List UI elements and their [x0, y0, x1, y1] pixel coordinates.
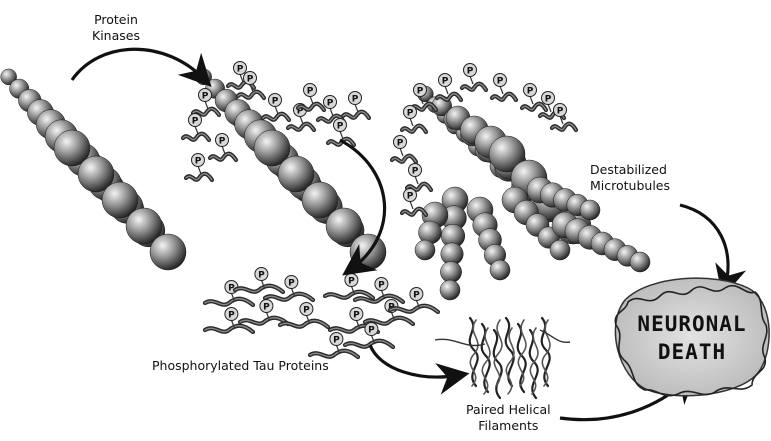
svg-text:P: P [352, 95, 359, 105]
phosphate-icon: P [216, 134, 229, 155]
svg-text:P: P [272, 97, 279, 107]
svg-text:P: P [263, 303, 270, 313]
svg-text:P: P [407, 109, 414, 119]
svg-text:P: P [557, 107, 564, 117]
phosphate-icon: P [192, 154, 205, 175]
phosphate-icon: P [439, 74, 452, 95]
phosphate-icon: P [494, 74, 507, 95]
svg-text:P: P [412, 167, 419, 177]
svg-text:P: P [413, 291, 420, 301]
tau-strand [343, 112, 369, 118]
tau-strand: P [345, 323, 393, 348]
phosphate-icon: P [269, 94, 282, 115]
tau-strand [402, 126, 426, 132]
phosphate-icon: P [464, 64, 477, 85]
tau-strand [522, 104, 546, 110]
label-neuronal-death: NEURONAL DEATH [612, 310, 771, 366]
label-phosphorylated-tau: Phosphorylated Tau Proteins [152, 358, 329, 374]
svg-text:P: P [353, 311, 360, 321]
svg-text:P: P [192, 117, 199, 127]
phosphate-icon: P [404, 189, 417, 210]
label-paired-helical-filaments: Paired Helical Filaments [466, 402, 551, 434]
tau-strand [183, 134, 209, 140]
label-protein-kinases: Protein Kinases [92, 12, 140, 44]
phosphate-icon: P [394, 136, 407, 157]
svg-text:P: P [337, 122, 344, 132]
svg-text:P: P [307, 87, 314, 97]
svg-text:P: P [378, 281, 385, 291]
svg-text:P: P [368, 326, 375, 336]
svg-text:P: P [467, 67, 474, 77]
arrow-tau-phf [370, 345, 460, 377]
svg-text:P: P [497, 77, 504, 87]
phosphate-icon: P [409, 164, 422, 185]
svg-text:P: P [288, 279, 295, 289]
svg-text:P: P [219, 137, 226, 147]
tau-strand [186, 174, 212, 180]
arrow-destab-death [680, 205, 728, 288]
tau-strand: P [205, 281, 253, 306]
svg-text:P: P [442, 77, 449, 87]
tau-strand: P [355, 278, 403, 303]
phosphate-icon: P [324, 96, 337, 117]
microtubule-intact [1, 69, 186, 270]
tau-strand [552, 124, 576, 130]
arrow-kinase [72, 49, 205, 80]
paired-helical-filaments [435, 318, 570, 398]
tau-strand [462, 84, 486, 90]
tau-strand [492, 94, 516, 100]
tau-strand: P [325, 274, 373, 299]
svg-text:P: P [195, 157, 202, 167]
tau-strand [263, 114, 289, 120]
phosphate-icon: P [334, 119, 347, 140]
svg-text:P: P [247, 75, 254, 85]
svg-text:P: P [228, 311, 235, 321]
phosphate-icon: P [304, 84, 317, 105]
phosphate-icon: P [189, 114, 202, 135]
tau-strand [238, 92, 264, 98]
tau-strand [392, 156, 416, 162]
svg-text:P: P [397, 139, 404, 149]
svg-text:P: P [258, 271, 265, 281]
svg-text:P: P [303, 306, 310, 316]
phosphate-icon: P [524, 84, 537, 105]
label-destabilized-microtubules: Destabilized Microtubules [590, 162, 670, 194]
tau-strand: P [280, 303, 328, 328]
microtubule-group: P P P P P P P P P P P P P P P P P P P P P P P [1, 62, 650, 301]
tau-strand [210, 154, 236, 160]
svg-text:P: P [348, 277, 355, 287]
phosphate-icon: P [554, 104, 567, 125]
svg-text:P: P [202, 92, 209, 102]
svg-text:P: P [407, 192, 414, 202]
svg-text:P: P [527, 87, 534, 97]
svg-text:P: P [417, 87, 424, 97]
phosphate-icon: P [404, 106, 417, 127]
phosphate-icon: P [199, 89, 212, 110]
svg-text:P: P [327, 99, 334, 109]
tau-strand [288, 124, 314, 130]
svg-text:P: P [333, 336, 340, 346]
svg-text:P: P [545, 95, 552, 105]
phosphate-icon: P [349, 92, 362, 113]
tau-strand: P [235, 268, 283, 293]
svg-text:P: P [237, 65, 244, 75]
